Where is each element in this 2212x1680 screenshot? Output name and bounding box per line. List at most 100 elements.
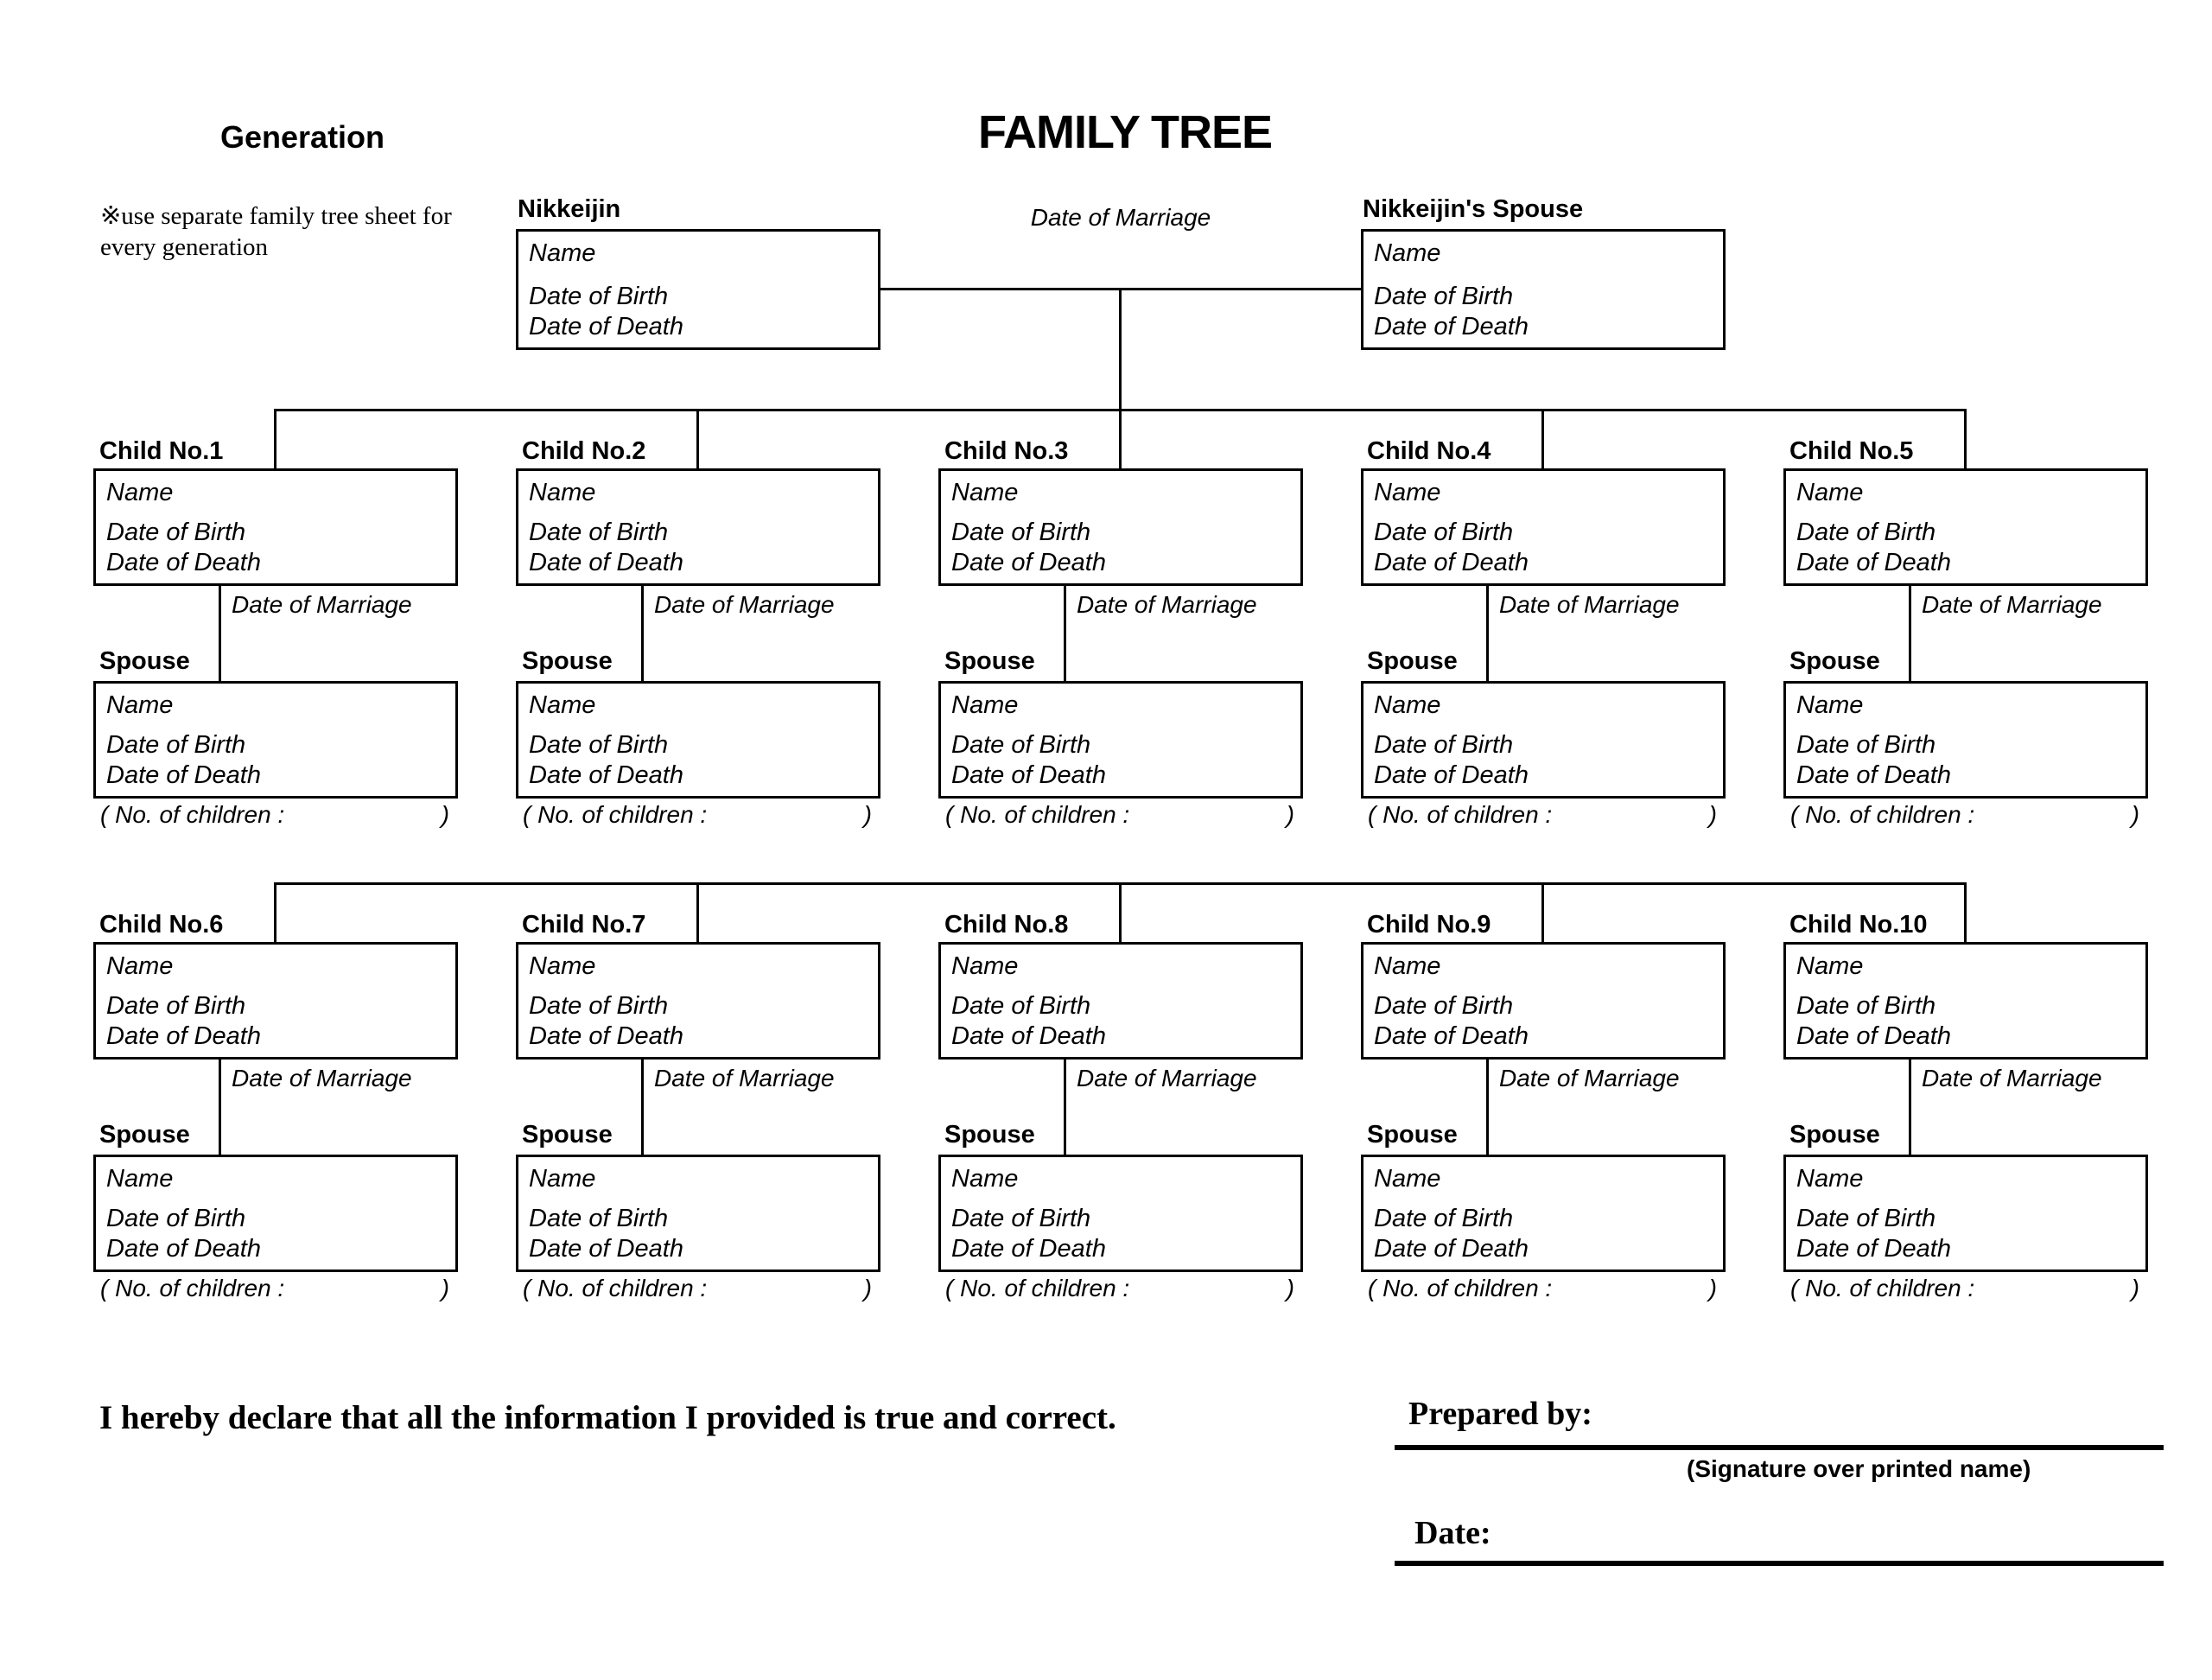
instruction-note-line2: every generation (100, 233, 269, 261)
child-family-card: Child No.2 Name Date of Birth Date of De… (516, 409, 880, 841)
child-heading: Child No.5 (1789, 437, 1914, 465)
date-of-birth-field-label: Date of Birth (951, 731, 1091, 759)
children-count-open-text: ( No. of children : (1368, 1275, 1553, 1301)
name-field-label: Name (951, 952, 1019, 980)
child-marriage-line (219, 1060, 221, 1157)
children-count-row: ( No. of children : ) (523, 1275, 872, 1302)
children-count-open-text: ( No. of children : (100, 1275, 285, 1301)
dates-field-group: Date of Birth Date of Death (1374, 1204, 1713, 1264)
date-of-birth-field-label: Date of Birth (1374, 992, 1514, 1020)
dates-field-group: Date of Birth Date of Death (951, 730, 1290, 791)
date-of-death-field-label: Date of Death (1374, 1022, 1529, 1050)
date-of-marriage-label: Date of Marriage (1922, 591, 2102, 618)
spouse-heading: Spouse (522, 647, 613, 675)
child-info-box: Name Date of Birth Date of Death (516, 468, 880, 586)
name-field-label: Name (529, 691, 596, 719)
dates-field-group: Date of Birth Date of Death (1374, 282, 1713, 342)
date-of-marriage-label: Date of Marriage (1077, 591, 1257, 618)
date-of-marriage-label: Date of Marriage (1499, 591, 1680, 618)
prepared-by-label: Prepared by: (1408, 1396, 1592, 1432)
date-of-marriage-label: Date of Marriage (232, 1065, 412, 1091)
child-marriage-line (1064, 1060, 1066, 1157)
children-count-open-text: ( No. of children : (100, 801, 285, 828)
bus-to-child-connector (1541, 882, 1544, 945)
date-of-birth-field-label: Date of Birth (106, 992, 246, 1020)
name-field-label: Name (1374, 952, 1441, 980)
name-field-label: Name (1374, 479, 1441, 506)
spouse-heading: Spouse (1789, 1121, 1880, 1149)
date-of-marriage-label: Date of Marriage (232, 591, 412, 618)
signature-line (1395, 1445, 2164, 1450)
date-label: Date: (1414, 1515, 1491, 1551)
name-field-label: Name (529, 1165, 596, 1193)
date-of-birth-field-label: Date of Birth (1796, 731, 1936, 759)
name-field-label: Name (1374, 691, 1441, 719)
date-of-birth-field-label: Date of Birth (1796, 1205, 1936, 1232)
child-heading: Child No.3 (944, 437, 1069, 465)
dates-field-group: Date of Birth Date of Death (951, 518, 1290, 578)
spouse-info-box: Name Date of Birth Date of Death (1361, 681, 1726, 799)
name-field-label: Name (1796, 691, 1864, 719)
dates-field-group: Date of Birth Date of Death (951, 991, 1290, 1052)
date-of-death-field-label: Date of Death (106, 1235, 261, 1263)
spouse-heading: Spouse (1367, 647, 1458, 675)
date-of-death-field-label: Date of Death (1796, 1022, 1951, 1050)
date-of-death-field-label: Date of Death (529, 313, 683, 340)
name-field-label: Name (106, 1165, 174, 1193)
name-field-label: Name (1796, 1165, 1864, 1193)
name-field-label: Name (951, 1165, 1019, 1193)
date-of-birth-field-label: Date of Birth (106, 519, 246, 546)
date-of-birth-field-label: Date of Birth (951, 1205, 1091, 1232)
children-count-row: ( No. of children : ) (1790, 1275, 2139, 1302)
date-of-death-field-label: Date of Death (951, 549, 1106, 576)
date-of-birth-field-label: Date of Birth (106, 1205, 246, 1232)
children-count-open-text: ( No. of children : (945, 1275, 1130, 1301)
child-info-box: Name Date of Birth Date of Death (1361, 942, 1726, 1060)
name-field-label: Name (1796, 952, 1864, 980)
dates-field-group: Date of Birth Date of Death (106, 991, 445, 1052)
child-family-card: Child No.8 Name Date of Birth Date of De… (938, 882, 1303, 1314)
date-of-marriage-label: Date of Marriage (654, 1065, 835, 1091)
child-info-box: Name Date of Birth Date of Death (516, 942, 880, 1060)
name-field-label: Name (1374, 1165, 1441, 1193)
nikkeijin-spouse-heading: Nikkeijin's Spouse (1363, 195, 1584, 223)
dates-field-group: Date of Birth Date of Death (951, 1204, 1290, 1264)
child-heading: Child No.2 (522, 437, 646, 465)
child-info-box: Name Date of Birth Date of Death (1783, 942, 2148, 1060)
date-of-death-field-label: Date of Death (1374, 1235, 1529, 1263)
dates-field-group: Date of Birth Date of Death (1374, 991, 1713, 1052)
spouse-info-box: Name Date of Birth Date of Death (1783, 1155, 2148, 1272)
child-marriage-line (1486, 1060, 1489, 1157)
child-heading: Child No.10 (1789, 911, 1928, 939)
children-count-row: ( No. of children : ) (523, 801, 872, 829)
spouse-heading: Spouse (1367, 1121, 1458, 1149)
child-family-card: Child No.5 Name Date of Birth Date of De… (1783, 409, 2148, 841)
date-of-birth-field-label: Date of Birth (1796, 519, 1936, 546)
child-family-card: Child No.1 Name Date of Birth Date of De… (93, 409, 458, 841)
date-of-death-field-label: Date of Death (529, 1022, 683, 1050)
child-marriage-line (641, 586, 644, 684)
bus-to-child-connector (1964, 409, 1967, 471)
children-count-close-paren: ) (1286, 1275, 1294, 1301)
bus-to-child-connector (696, 409, 699, 471)
child-marriage-line (1909, 1060, 1911, 1157)
dates-field-group: Date of Birth Date of Death (1796, 991, 2135, 1052)
dates-field-group: Date of Birth Date of Death (1796, 518, 2135, 578)
date-of-death-field-label: Date of Death (529, 1235, 683, 1263)
child-family-card: Child No.6 Name Date of Birth Date of De… (93, 882, 458, 1314)
date-of-birth-field-label: Date of Birth (106, 731, 246, 759)
child-family-card: Child No.4 Name Date of Birth Date of De… (1361, 409, 1726, 841)
date-of-death-field-label: Date of Death (1796, 761, 1951, 789)
page-title: FAMILY TREE (977, 106, 1273, 158)
spouse-info-box: Name Date of Birth Date of Death (1783, 681, 2148, 799)
name-field-label: Name (529, 239, 596, 267)
children-count-row: ( No. of children : ) (945, 1275, 1294, 1302)
date-of-death-field-label: Date of Death (951, 1235, 1106, 1263)
bus-to-child-connector (1964, 882, 1967, 945)
generation-heading: Generation (220, 119, 385, 155)
date-of-birth-field-label: Date of Birth (951, 519, 1091, 546)
child-marriage-line (219, 586, 221, 684)
child-marriage-line (641, 1060, 644, 1157)
children-count-close-paren: ) (2131, 1275, 2139, 1301)
